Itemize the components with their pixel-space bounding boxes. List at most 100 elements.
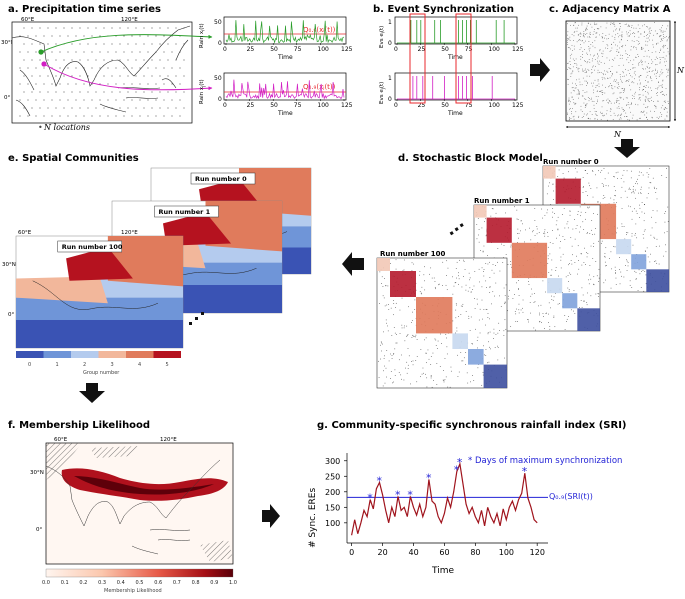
location-dot xyxy=(111,75,113,77)
matrix-entry xyxy=(630,60,631,62)
panel-a-location-grid xyxy=(19,27,185,117)
matrix-entry xyxy=(646,44,648,46)
panel-g: g. Community-specific synchronous rainfa… xyxy=(308,420,627,576)
matrix-entry xyxy=(609,51,611,52)
location-dot xyxy=(103,59,105,61)
rain-j-threshold-label: Q₀.₉(xⱼ(t)) xyxy=(303,83,336,91)
matrix-entry xyxy=(586,91,588,93)
matrix-entry xyxy=(615,44,616,46)
matrix-entry xyxy=(617,115,618,117)
matrix-entry xyxy=(659,36,660,38)
matrix-entry xyxy=(622,71,624,73)
x-tick-label: 25 xyxy=(247,46,255,53)
matrix-entry xyxy=(666,39,668,41)
location-dot xyxy=(139,51,141,53)
matrix-entry xyxy=(633,41,635,42)
matrix-entry xyxy=(640,33,642,35)
location-dot xyxy=(43,115,45,117)
location-dot xyxy=(119,107,121,109)
location-dot xyxy=(167,91,169,93)
matrix-entry xyxy=(667,25,669,27)
matrix-entry xyxy=(666,40,668,42)
matrix-entry xyxy=(601,92,603,93)
matrix-entry xyxy=(645,87,647,88)
matrix-entry xyxy=(662,94,663,95)
community-map-axis-label: 120°E xyxy=(121,230,138,236)
x-tick-label: 50 xyxy=(270,102,278,109)
matrix-entry xyxy=(614,86,616,88)
matrix-entry xyxy=(642,25,643,27)
matrix-entry xyxy=(608,33,610,35)
location-dot xyxy=(131,35,133,37)
matrix-entry xyxy=(620,76,621,78)
location-dot xyxy=(139,99,141,101)
location-dot xyxy=(39,43,41,45)
matrix-entry xyxy=(570,68,572,70)
matrix-entry xyxy=(661,114,663,115)
location-dot xyxy=(131,51,133,53)
matrix-entry xyxy=(597,118,598,120)
location-dot xyxy=(79,59,81,61)
matrix-entry xyxy=(597,28,599,30)
matrix-entry xyxy=(624,24,626,25)
matrix-entry xyxy=(640,111,642,113)
matrix-entry xyxy=(651,117,653,119)
rain-i-series-line xyxy=(225,20,345,44)
matrix-entry xyxy=(639,28,641,29)
matrix-entry xyxy=(656,58,658,59)
matrix-entry xyxy=(594,54,595,56)
matrix-entry xyxy=(587,36,589,38)
matrix-entry xyxy=(619,114,621,116)
location-dot xyxy=(111,107,113,109)
location-dot xyxy=(31,91,33,93)
matrix-entry xyxy=(627,69,629,71)
location-dot xyxy=(107,67,109,69)
location-dot xyxy=(43,67,45,69)
matrix-entry xyxy=(582,39,583,41)
matrix-entry xyxy=(589,31,591,33)
matrix-entry xyxy=(647,106,649,107)
matrix-entry xyxy=(586,25,588,27)
max-sync-marker: * xyxy=(395,488,401,501)
location-dot xyxy=(71,75,73,77)
adjacency-matrix xyxy=(565,20,671,122)
location-dot xyxy=(139,35,141,37)
evs-j-ytick-0: 0 xyxy=(388,96,392,103)
matrix-entry xyxy=(583,33,585,35)
matrix-entry xyxy=(581,117,583,119)
matrix-entry xyxy=(637,56,639,58)
location-dot xyxy=(183,75,185,77)
x-tick-label: 50 xyxy=(441,102,449,109)
matrix-entry xyxy=(589,61,591,63)
matrix-entry xyxy=(651,116,653,118)
matrix-entry xyxy=(667,51,669,53)
matrix-entry xyxy=(641,111,642,112)
panel-c: c. Adjacency Matrix A N N xyxy=(549,4,685,139)
matrix-entry xyxy=(635,74,636,76)
location-dot xyxy=(131,83,133,85)
group-colorbar-swatch xyxy=(43,351,71,358)
location-dot xyxy=(55,91,57,93)
matrix-entry xyxy=(571,53,573,55)
matrix-entry xyxy=(607,77,608,79)
sync-window-2 xyxy=(455,13,472,104)
sbm-run-1-label: Run number 1 xyxy=(474,197,530,205)
location-dot xyxy=(147,67,149,69)
panel-f-lon-label-2: 120°E xyxy=(160,437,177,443)
location-dot xyxy=(87,75,89,77)
matrix-entry xyxy=(591,60,593,62)
matrix-entry xyxy=(616,51,618,52)
matrix-entry xyxy=(595,96,597,97)
location-dot xyxy=(163,115,165,117)
matrix-entry xyxy=(611,59,613,60)
legend-dot-icon: • xyxy=(38,123,43,132)
location-dot xyxy=(55,75,57,77)
rain-i-ytick-0: 0 xyxy=(218,40,222,47)
matrix-entry xyxy=(582,70,583,72)
location-dot xyxy=(95,91,97,93)
sbm-matrix-run-100 xyxy=(376,257,508,389)
location-dot xyxy=(147,83,149,85)
matrix-entry xyxy=(612,73,613,75)
matrix-entry xyxy=(568,99,570,101)
matrix-entry xyxy=(614,57,616,59)
